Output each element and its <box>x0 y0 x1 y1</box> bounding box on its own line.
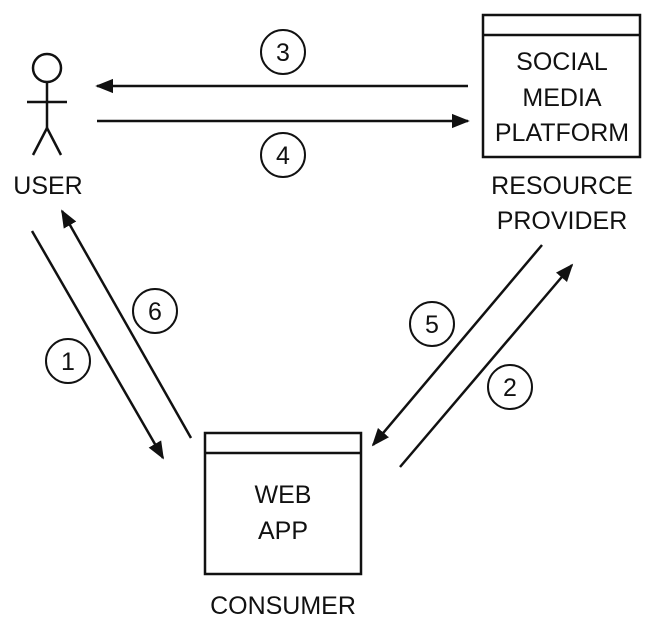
web-app-line-2: APP <box>258 517 308 545</box>
arrow-step-5 <box>371 244 543 447</box>
arrow-step-2 <box>399 263 574 468</box>
step-marker-2: 2 <box>487 364 533 410</box>
web-app-line-1: WEB <box>255 481 312 509</box>
step-marker-1: 1 <box>45 338 91 384</box>
step-marker-6: 6 <box>132 288 178 334</box>
web-app-box: WEB APP <box>203 431 363 576</box>
step-4-number: 4 <box>276 142 290 170</box>
arrow-step-6 <box>60 209 193 439</box>
social-media-platform-box: SOCIAL MEDIA PLATFORM <box>481 13 642 159</box>
social-box-line-3: PLATFORM <box>495 119 629 147</box>
step-1-number: 1 <box>61 348 75 376</box>
social-box-line-1: SOCIAL <box>516 48 608 76</box>
resource-provider-label-line-1: RESOURCE <box>491 172 633 200</box>
step-5-number: 5 <box>425 311 439 339</box>
social-box-line-2: MEDIA <box>522 84 602 112</box>
step-marker-5: 5 <box>409 301 455 347</box>
user-figure-icon <box>27 52 67 156</box>
step-2-number: 2 <box>503 374 517 402</box>
consumer-label: CONSUMER <box>210 592 356 620</box>
step-marker-3: 3 <box>260 29 306 75</box>
resource-provider-label-line-2: PROVIDER <box>497 207 628 235</box>
step-6-number: 6 <box>148 298 162 326</box>
step-marker-4: 4 <box>260 132 306 178</box>
step-3-number: 3 <box>276 39 290 67</box>
user-label: USER <box>13 172 82 200</box>
arrow-step-1 <box>30 230 165 460</box>
